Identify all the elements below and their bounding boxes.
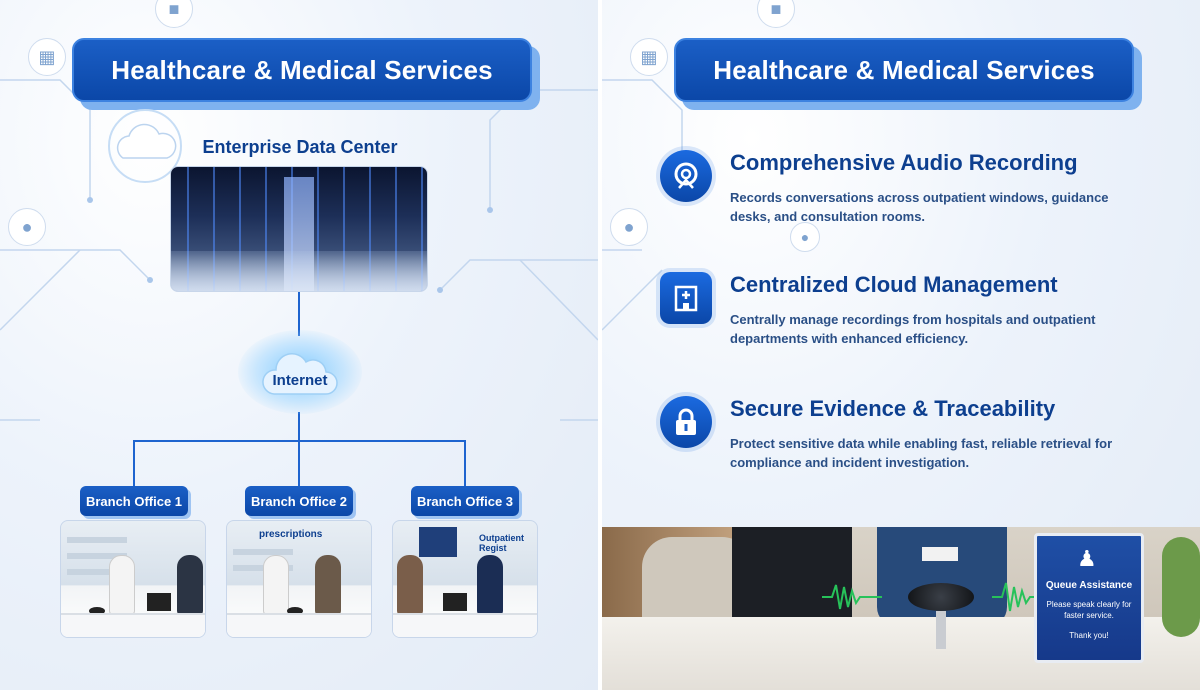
feature-title: Centralized Cloud Management [730, 272, 1058, 297]
page-title: Healthcare & Medical Services [111, 54, 493, 85]
doctor-desk-icon: ■ [757, 0, 795, 28]
feature-description: Records conversations across outpatient … [730, 190, 1109, 224]
panel-divider [598, 0, 602, 690]
branch-office-3-photo: Outpatient Regist [392, 520, 538, 638]
title-banner: Healthcare & Medical Services [674, 38, 1142, 110]
group-icon: ● [790, 222, 820, 252]
connector-line [133, 440, 466, 442]
internet-label: Internet [272, 372, 328, 389]
data-center-label: Enterprise Data Center [202, 137, 398, 157]
hospital-icon: ▦ [630, 38, 668, 76]
feature-description: Protect sensitive data while enabling fa… [730, 436, 1113, 470]
people-icon: ♟ [1077, 546, 1097, 571]
user-icon: ● [8, 208, 46, 246]
connector-line [298, 412, 300, 486]
feature-description: Centrally manage recordings from hospita… [730, 312, 1096, 346]
data-center-photo [170, 166, 428, 292]
branch-office-2-label: Branch Office 2 [245, 486, 353, 516]
internet-cloud: Internet [238, 330, 362, 414]
queue-sign-body: Please speak clearly for faster service. [1046, 600, 1132, 620]
sound-wave-graphic [822, 582, 1062, 612]
queue-sign-thanks: Thank you! [1069, 631, 1109, 640]
branch-office-3-label: Branch Office 3 [411, 486, 519, 516]
queue-assistance-sign: ♟ Queue Assistance Please speak clearly … [1034, 533, 1144, 663]
cloud-icon [108, 109, 182, 183]
branch-office-2-photo: prescriptions [226, 520, 372, 638]
branch-office-1-photo [60, 520, 206, 638]
left-panel: ▦ ● ■ Healthcare & Medical Services Ente… [0, 0, 598, 690]
hospital-building-icon [660, 272, 712, 324]
connector-line [464, 440, 466, 486]
doctor-desk-icon: ■ [155, 0, 193, 28]
right-panel: ▦ ● ● ■ Healthcare & Medical Services Co… [602, 0, 1200, 690]
user-icon: ● [610, 208, 648, 246]
feature-title: Secure Evidence & Traceability [730, 396, 1056, 421]
connector-line [133, 440, 135, 486]
page-title: Healthcare & Medical Services [713, 54, 1095, 85]
lock-icon [660, 396, 712, 448]
queue-sign-title: Queue Assistance [1045, 580, 1133, 591]
outpatient-sign: Outpatient Regist [479, 533, 524, 553]
title-banner: Healthcare & Medical Services [72, 38, 540, 110]
prescriptions-sign: prescriptions [259, 529, 323, 540]
internet-cloud-icon [262, 353, 338, 395]
connector-line [298, 292, 300, 336]
branch-office-1-label: Branch Office 1 [80, 486, 188, 516]
audio-recording-icon [660, 150, 712, 202]
reception-desk-photo: ♟ Queue Assistance Please speak clearly … [602, 527, 1200, 690]
hospital-icon: ▦ [28, 38, 66, 76]
feature-title: Comprehensive Audio Recording [730, 150, 1078, 175]
